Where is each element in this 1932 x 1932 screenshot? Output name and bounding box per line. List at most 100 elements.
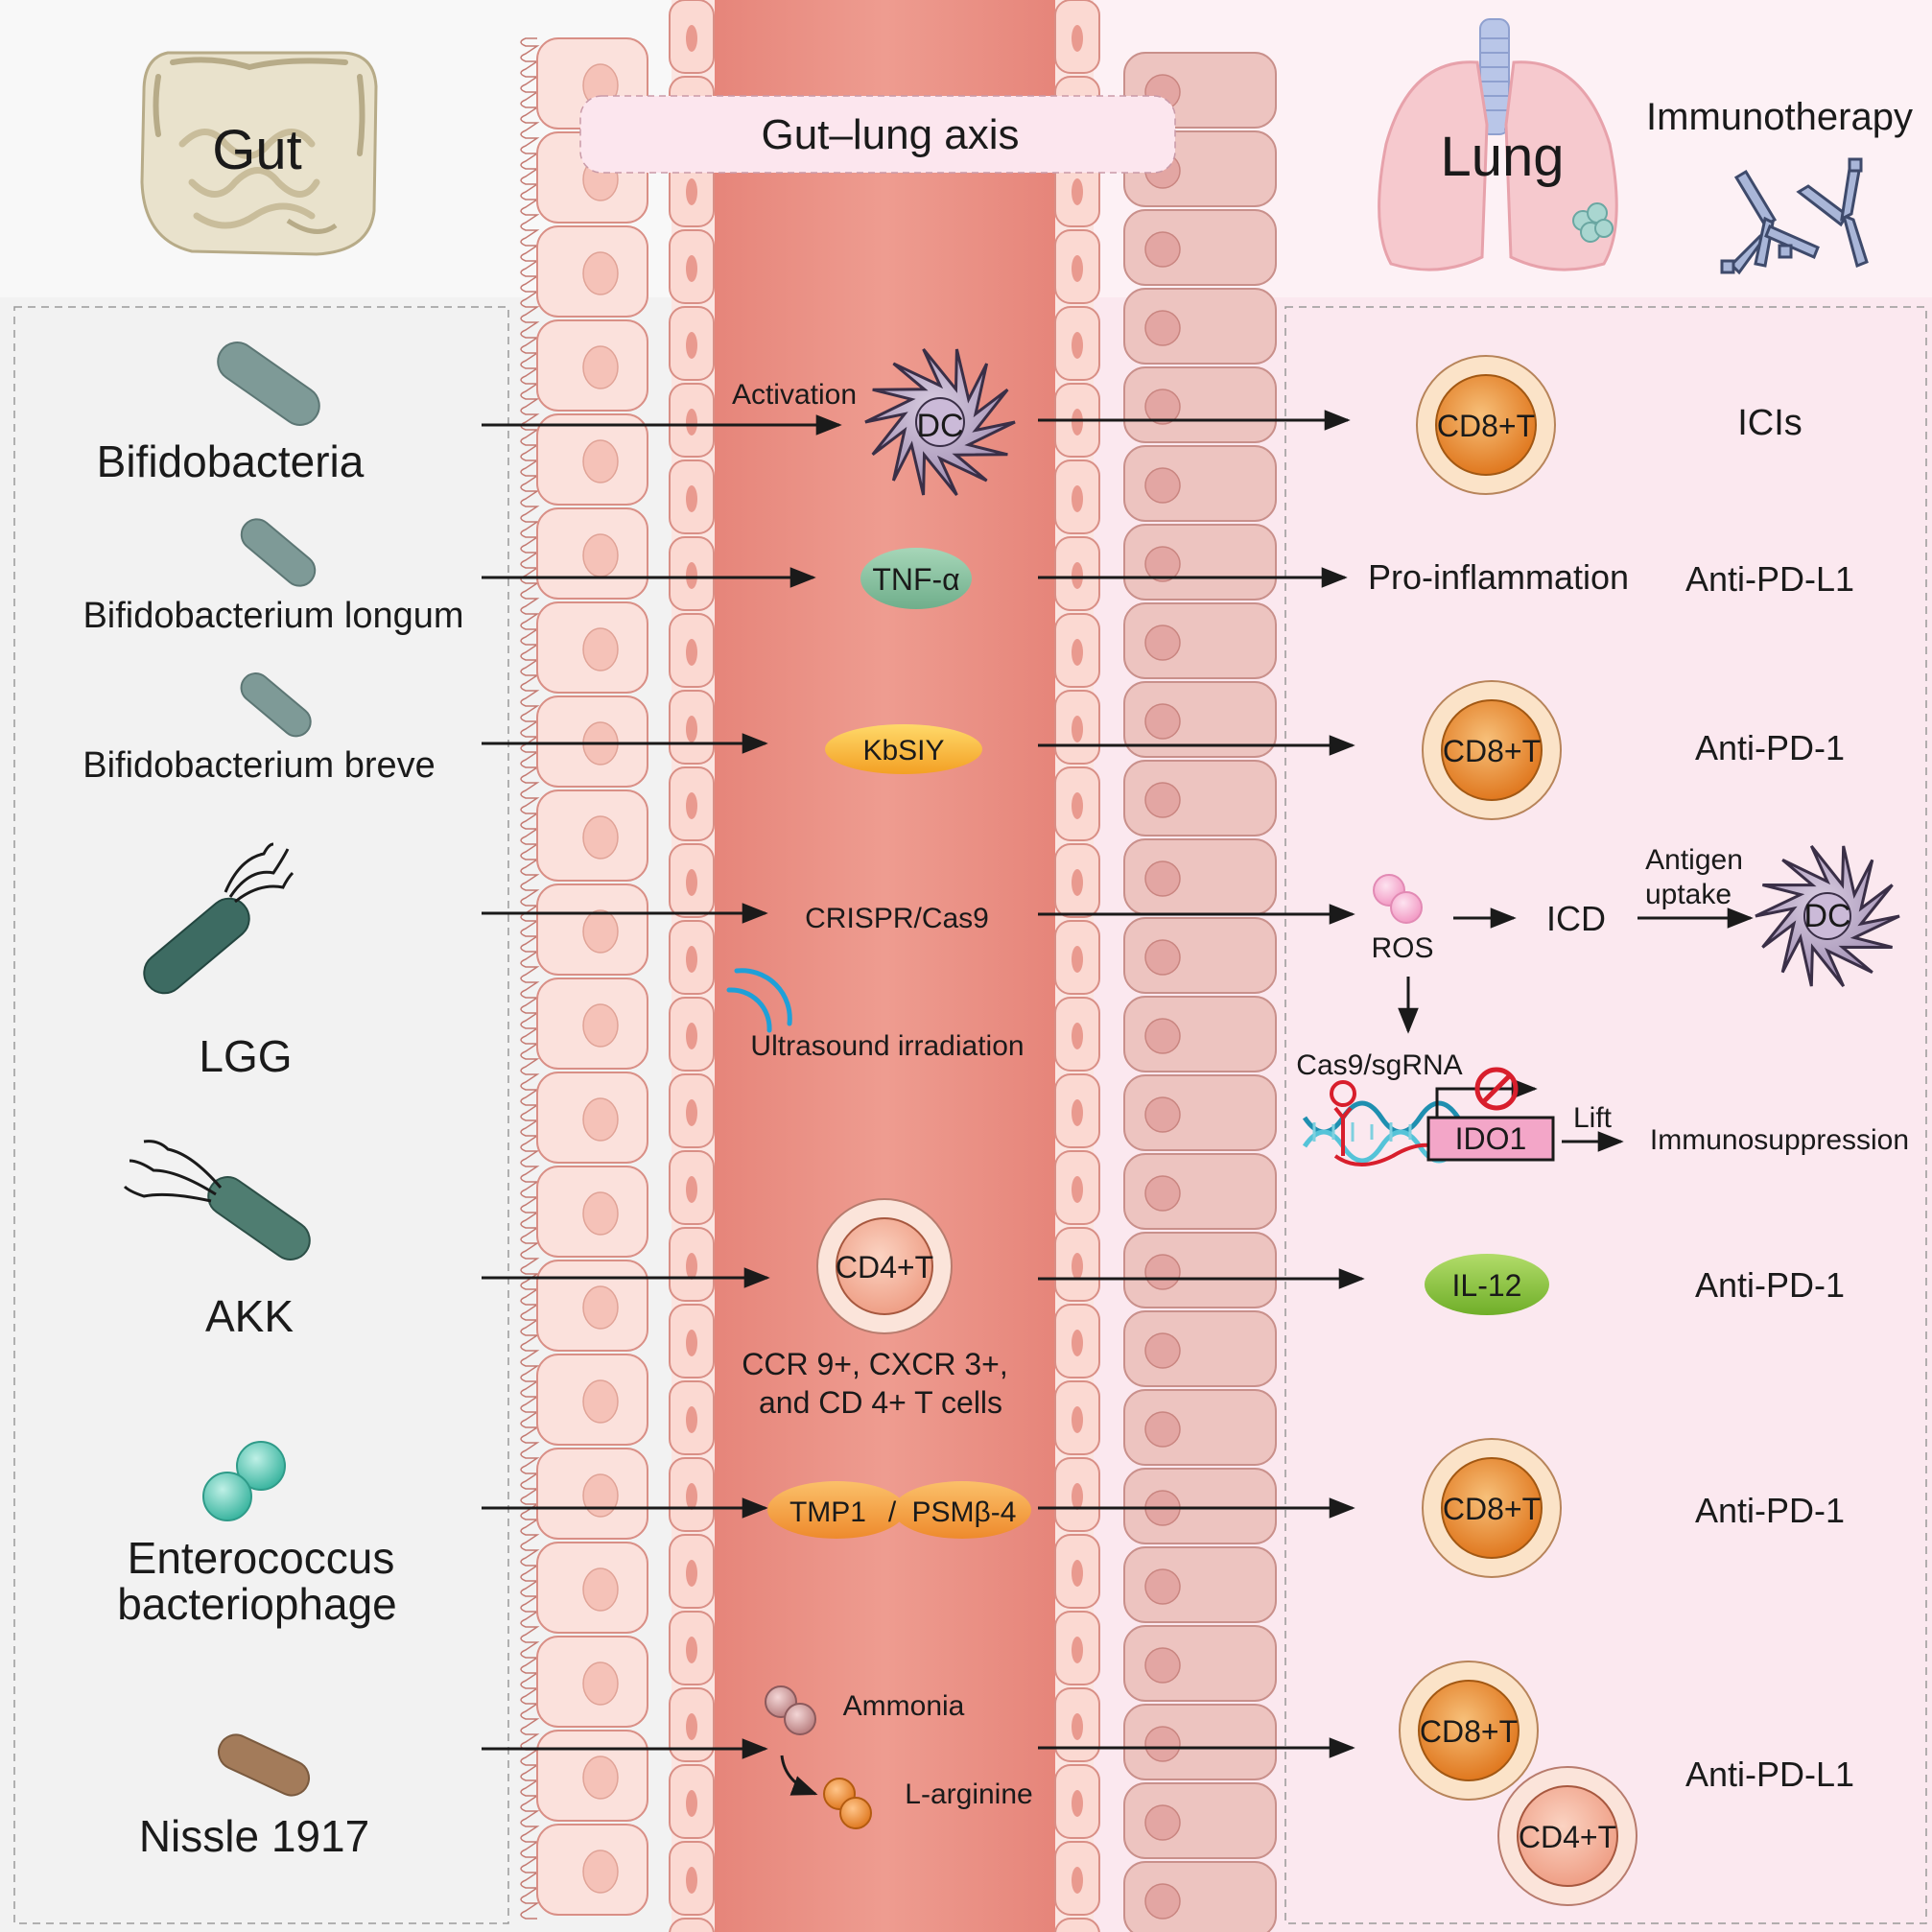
kbsiy-ellipse [825, 724, 982, 774]
bifidobacterium-breve-icon [240, 672, 312, 738]
vessel-lumen [715, 0, 1055, 1932]
cd4-label: CD4+T [836, 1250, 933, 1284]
transcription-arrow [1435, 1078, 1538, 1118]
lung-cell-nucleus [1144, 703, 1181, 740]
gut-cell-nucleus [582, 345, 619, 389]
lift-label: Lift [1573, 1102, 1613, 1134]
endothelial-nucleus [686, 409, 697, 436]
therapy-anti-pd-l1-2: Anti-PD-L1 [1685, 1755, 1854, 1794]
gut-cell-nucleus [582, 1755, 619, 1800]
endothelial-nucleus [1072, 1330, 1083, 1356]
dc-icon-lung [1755, 844, 1900, 988]
endothelial-nucleus [1072, 1483, 1083, 1510]
endothelial-nucleus [686, 1176, 697, 1203]
endothelial-nucleus [686, 25, 697, 52]
therapy-anti-pd-1-3: Anti-PD-1 [1695, 1491, 1845, 1530]
ammonia-icon [765, 1685, 816, 1735]
endothelial-nucleus [686, 1099, 697, 1126]
tmp1-ellipse [767, 1481, 906, 1539]
ccr-line2: and CD 4+ T cells [759, 1385, 1002, 1420]
gut-cell-nucleus [582, 1003, 619, 1048]
l-arginine-icon [823, 1778, 872, 1829]
endothelial-nucleus [1072, 946, 1083, 973]
cas9-label: Cas9/sgRNA [1296, 1049, 1462, 1081]
ros-label: ROS [1371, 932, 1433, 964]
gut-epithelium [520, 37, 648, 1920]
endothelial-nucleus [1072, 1099, 1083, 1126]
gut-cell-nucleus [582, 1379, 619, 1424]
endothelial-nucleus [1072, 1560, 1083, 1587]
gut-cell-nucleus [582, 909, 619, 954]
dc-label: DC [916, 408, 963, 444]
gut-label: Gut [212, 119, 302, 181]
cd8-label-4: CD8+T [1420, 1714, 1518, 1749]
endothelial-nucleus [1072, 178, 1083, 205]
gut-cell-nucleus [582, 1097, 619, 1142]
lung-cell-nucleus [1144, 467, 1181, 504]
lung-label: Lung [1440, 126, 1564, 188]
endothelial-cell [1054, 1918, 1100, 1932]
uptake-label: uptake [1645, 879, 1732, 910]
endothelial-nucleus [1072, 562, 1083, 589]
endothelial-nucleus [1072, 409, 1083, 436]
bacteria-label-lgg: LGG [199, 1031, 292, 1081]
gut-icon [140, 51, 378, 256]
therapy-anti-pd-l1-1: Anti-PD-L1 [1685, 559, 1854, 599]
cd4-cell-lung [1497, 1766, 1637, 1906]
endothelial-nucleus [686, 1790, 697, 1817]
gut-cell-nucleus [582, 251, 619, 295]
nissle-1917-icon [217, 1733, 311, 1797]
endothelial-nucleus [686, 639, 697, 666]
microvilli-border [520, 37, 540, 1920]
title-banner: Gut–lung axis [579, 95, 1176, 174]
cd8-cell-3 [1422, 1438, 1562, 1578]
cd4-cell-core [836, 1217, 933, 1315]
endothelial-nucleus [686, 332, 697, 359]
psmb4-label: PSMβ-4 [912, 1496, 1017, 1528]
endothelial-nucleus [1072, 1713, 1083, 1740]
bacteria-label-nissle: Nissle 1917 [139, 1811, 369, 1861]
ultrasound-label: Ultrasound irradiation [750, 1030, 1024, 1062]
endothelial-nucleus [1072, 1637, 1083, 1663]
gut-cell-nucleus [582, 1567, 619, 1612]
endothelial-nucleus [686, 1406, 697, 1433]
endothelial-nucleus [1072, 716, 1083, 742]
lung-cell-nucleus [1144, 624, 1181, 661]
gut-cell-nucleus [582, 1191, 619, 1236]
endothelial-nucleus [1072, 869, 1083, 896]
immunotherapy-label: Immunotherapy [1646, 96, 1913, 138]
endothelial-nucleus [1072, 1406, 1083, 1433]
ros-icon [1373, 874, 1423, 924]
cd8-cell-4 [1399, 1661, 1539, 1801]
antibody-icon [1720, 157, 1869, 275]
endothelial-nucleus [686, 792, 697, 819]
endothelial-nucleus [686, 869, 697, 896]
endothelial-nucleus [1072, 485, 1083, 512]
ido1-label: IDO1 [1455, 1121, 1527, 1156]
ammonia-to-arginine-arrow [780, 1755, 818, 1796]
bacteria-label-bacteriophage: bacteriophage [117, 1579, 397, 1629]
endothelial-nucleus [686, 946, 697, 973]
enterococcus-icon [202, 1441, 286, 1521]
endothelial-nucleus [686, 716, 697, 742]
lung-cell-nucleus [1144, 546, 1181, 582]
endothelial-nucleus [686, 178, 697, 205]
endothelial-nucleus [686, 1637, 697, 1663]
endothelial-nucleus [1072, 1867, 1083, 1894]
tnf-label: TNF-α [872, 562, 959, 597]
tmp1-label: TMP1 [789, 1496, 866, 1528]
lung-cell-nucleus [1144, 231, 1181, 268]
lung-cell-nucleus [1144, 1411, 1181, 1448]
kbsiy-label: KbSIY [862, 735, 944, 766]
endothelial-nucleus [686, 1560, 697, 1587]
gut-cell-nucleus [582, 627, 619, 671]
gut-cell-nucleus [582, 1850, 619, 1894]
gut-panel-frame [13, 306, 509, 1924]
cd8-label-3: CD8+T [1443, 1492, 1541, 1526]
endothelial-nucleus [686, 485, 697, 512]
cd8-cell-2 [1422, 680, 1562, 820]
lung-cell-nucleus [1144, 389, 1181, 425]
ccr-line1: CCR 9+, CXCR 3+, [742, 1347, 1007, 1381]
ammonia-label: Ammonia [843, 1690, 965, 1722]
lgg-icon [143, 842, 295, 995]
